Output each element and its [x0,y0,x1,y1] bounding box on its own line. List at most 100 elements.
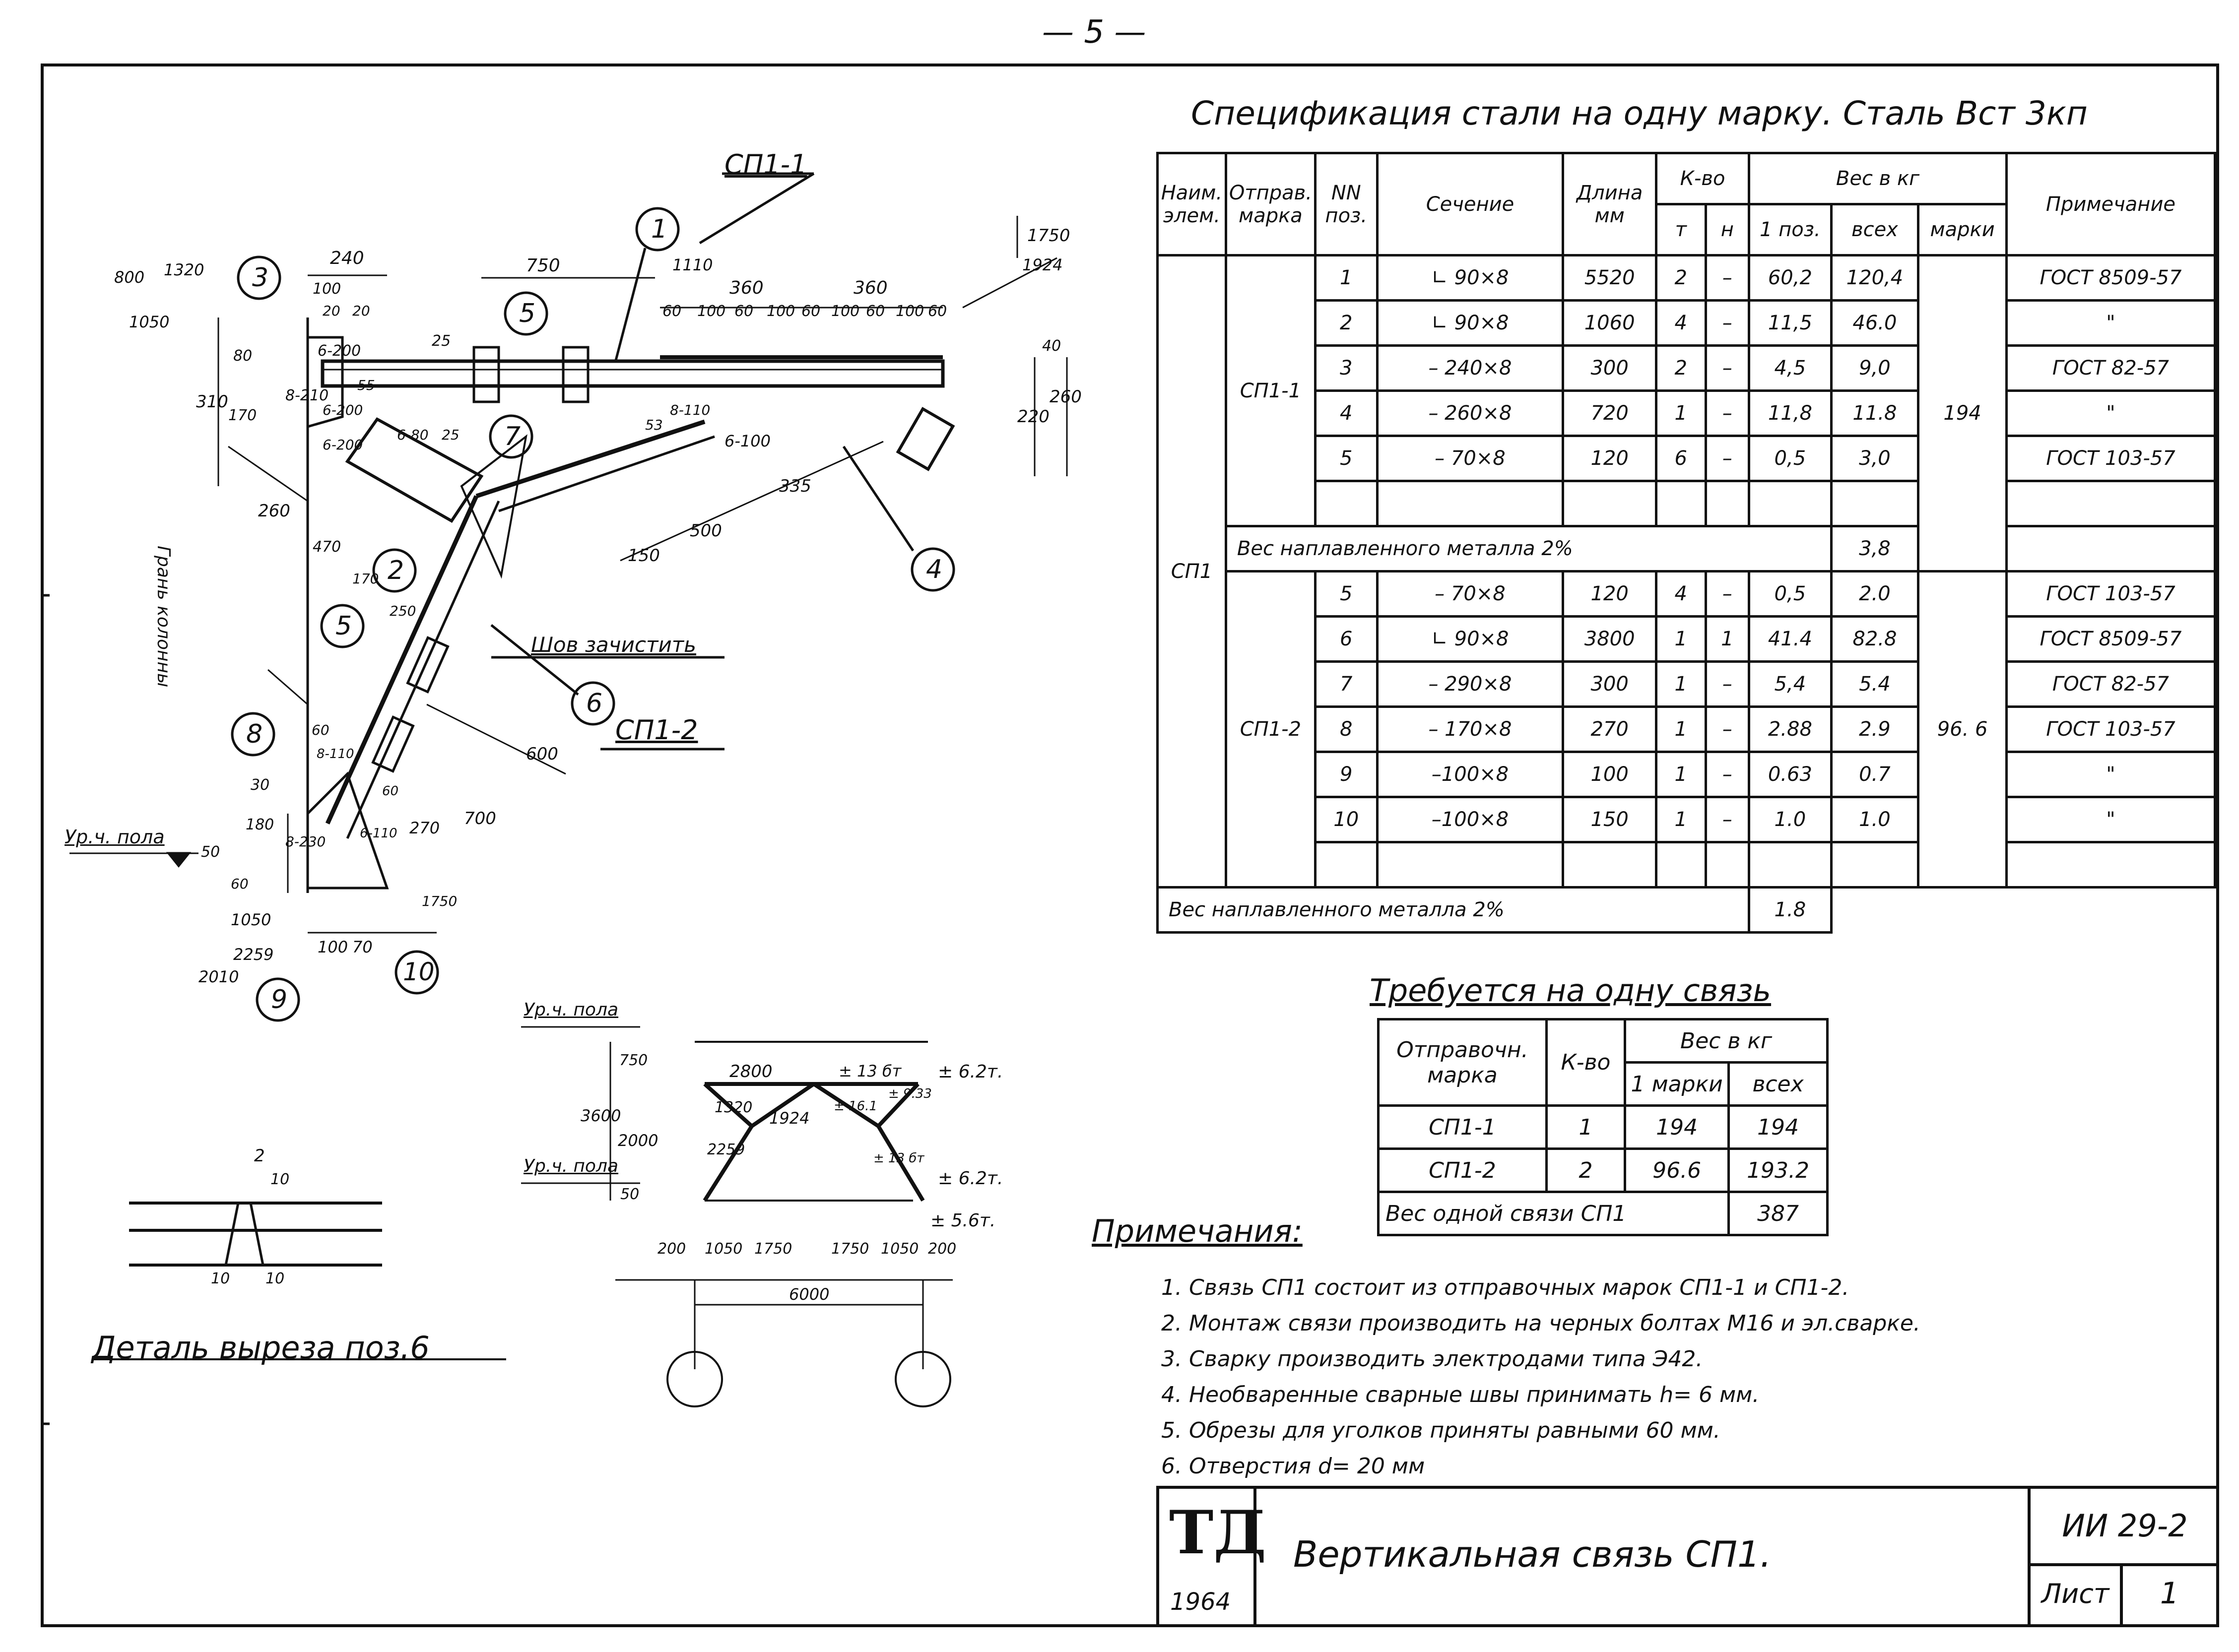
note-3: 3. Сварку производить электродами типа Э… [1161,1346,1703,1372]
weld-6-110: 6-110 [360,826,397,841]
cell: 0.7 [1830,751,1920,798]
cell: – 170×8 [1376,705,1565,753]
table-row: СП1 СП1-1 1 ∟ 90×8 5520 2 – 60,2 120,4 1… [1156,254,2217,889]
group1-weld-weight: 3,8 [1830,525,1920,572]
table-row: 8 – 170×8 270 1 – 2.88 2.9 ГОСТ 103-57 [1158,705,2217,753]
scheme-h2000: 2000 [618,1131,659,1150]
notes-title: Примечания: [1092,1213,1303,1249]
cell: 150 [1562,796,1657,843]
cell [1748,480,1833,527]
cell [1704,480,1751,527]
cell: – [1704,705,1751,753]
dim-40: 40 [1042,337,1061,355]
cell: 100 [1562,751,1657,798]
dim-70: 70 [352,938,373,956]
cell [2005,480,2217,527]
weld-6-80: 6-80 [397,427,429,443]
spec-title: Спецификация стали на одну марку. Сталь … [1191,94,2088,132]
cell: 2 [1654,344,1707,392]
detail-title: Деталь выреза поз.6 [92,1330,430,1366]
hdr-weight: Вес в кг [1748,152,2008,205]
callout-9: 9 [271,985,288,1015]
cell [1654,480,1707,527]
sheet-label: Лист [2031,1563,2123,1624]
dim-1750b: 1750 [422,893,458,909]
note-6: 6. Отверстия d= 20 мм [1161,1454,1425,1479]
note-2: 2. Монтаж связи производить на черных бо… [1161,1311,1920,1336]
cell: 4 [1654,570,1707,618]
dim-100e: 100 [896,303,924,320]
dim-30: 30 [251,776,270,794]
sheet-number: 1 [2160,1576,2179,1611]
dim-100c: 100 [767,303,795,320]
cell: 2.9 [1830,705,1920,753]
cell: 5,4 [1748,660,1833,708]
detail-dim-10b: 10 [211,1270,230,1287]
cell: – [1704,660,1751,708]
cell: ГОСТ 82-57 [2005,660,2217,708]
cell: 5 [1314,570,1379,618]
cell: 82.8 [1830,615,1920,663]
group2-weld-weight: 1.8 [1748,886,1833,934]
label-column-face: Грань колонны [153,546,174,688]
cell [1748,841,1833,889]
cell: 2.88 [1748,705,1833,753]
cell: ГОСТ 103-57 [2005,570,2217,618]
dim-2259: 2259 [233,945,274,964]
page-number: — 5 — [1042,14,1146,51]
cell: 1 [1654,796,1707,843]
cell: ∟ 90×8 [1376,615,1565,663]
req-hdr-w-all: всех [1727,1061,1829,1107]
dim-1050: 1050 [129,313,170,331]
cell: 120 [1562,435,1657,482]
cell: 5520 [1562,254,1657,302]
drawing-title: Вертикальная связь СП1. [1293,1533,1772,1575]
cell: 4 [1654,299,1707,347]
cell: 2 [1545,1147,1627,1193]
spec-table: Наим. элем. Отправ. марка NN поз. Сечени… [1156,152,2217,934]
dim-750: 750 [526,255,560,276]
cell: – [1704,796,1751,843]
weld-6-200c: 6-200 [323,437,363,453]
weld-8-110b: 8-110 [317,747,354,762]
cell: 120,4 [1830,254,1920,302]
cell: ГОСТ 8509-57 [2005,254,2217,302]
scheme-13bt: ± 13 бт [839,1062,902,1080]
cell [1830,841,1920,889]
cell: –100×8 [1376,751,1565,798]
dim-1320: 1320 [164,260,204,279]
weld-6-200a: 6-200 [318,342,361,360]
cell: – [1704,435,1751,482]
cell [1654,841,1707,889]
scheme-161: ± 16.1 [834,1099,877,1114]
dim-60d: 60 [866,303,885,320]
cell: 3,0 [1830,435,1920,482]
cell: 11,5 [1748,299,1833,347]
cell: 2 [1654,254,1707,302]
group2-weld-label: Вес наплавленного металла 2% [1156,886,1751,934]
cell: 60,2 [1748,254,1833,302]
table-row: 5 – 70×8 120 6 – 0,5 3,0 ГОСТ 103-57 [1158,435,2217,482]
table-row: 7 – 290×8 300 1 – 5,4 5.4 ГОСТ 82-57 [1158,660,2217,708]
req-total: 387 [1727,1191,1829,1236]
hdr-qty-t: т [1654,203,1707,256]
dim-335: 335 [779,476,811,496]
dim-100d: 100 [831,303,860,320]
scheme-level62b: ± 6.2т. [938,1168,1003,1189]
cell: 1 [1314,254,1379,302]
scheme-b6000: 6000 [789,1285,830,1304]
dim-270: 270 [409,819,440,837]
hdr-w-one: 1 поз. [1748,203,1833,256]
cell: 5.4 [1830,660,1920,708]
table-row-empty [1158,841,2217,889]
dim-100: 100 [313,280,341,298]
cell: 194 [1727,1104,1829,1150]
cell: " [2005,751,2217,798]
table-row-weld: Вес наплавленного металла 2% 1.8 [1156,886,2215,934]
cell: 3 [1314,344,1379,392]
weld-8-230: 8-230 [285,833,326,850]
scheme-1320: 1320 [715,1099,753,1116]
scheme-b200a: 200 [658,1240,686,1258]
cell: 300 [1562,344,1657,392]
hdr-length: Длина мм [1562,152,1657,256]
